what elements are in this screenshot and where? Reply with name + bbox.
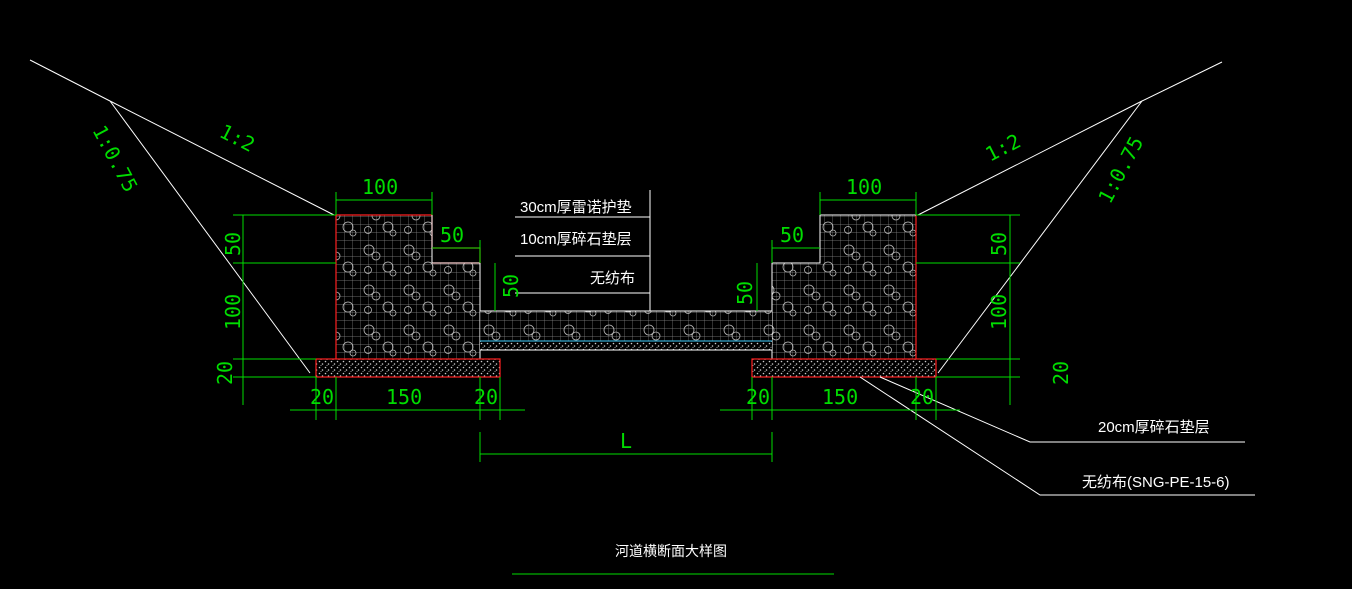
- dim-top-width-left: 100: [362, 175, 398, 199]
- dim-base-left-2: 20: [746, 385, 770, 409]
- dim-step-left: 50: [440, 223, 464, 247]
- slope-label-left-inner: 1:2: [216, 119, 259, 157]
- right-gabion: [751, 214, 937, 378]
- callout-base-gravel: 20cm厚碎石垫层: [1098, 419, 1210, 436]
- dim-bed-height-right: 50: [733, 281, 757, 305]
- dim-step-right: 50: [780, 223, 804, 247]
- dim-base-height-left: 20: [213, 361, 237, 385]
- dim-upper-height-left: 50: [221, 232, 245, 256]
- dim-base-right-2: 20: [910, 385, 934, 409]
- slope-label-left-outer: 1:0.75: [88, 121, 143, 196]
- dimension-lines: [233, 192, 1020, 462]
- dim-upper-height-right: 50: [987, 232, 1011, 256]
- dim-top-width-right: 100: [846, 175, 882, 199]
- layer-top-mattress: 30cm厚雷诺护垫: [520, 199, 632, 216]
- dim-bed-height-left: 50: [499, 274, 523, 298]
- layer-gravel: 10cm厚碎石垫层: [520, 231, 632, 248]
- dim-lower-height-left: 100: [221, 294, 245, 330]
- channel-bed: [480, 310, 772, 351]
- slope-lines: [29, 59, 1223, 374]
- slope-label-right-inner: 1:2: [981, 129, 1024, 167]
- layer-leaders: [515, 190, 651, 311]
- dim-base-left-1: 20: [310, 385, 334, 409]
- dim-base-mid-2: 150: [822, 385, 858, 409]
- dim-channel-width: L: [620, 429, 632, 453]
- dim-base-height-right: 20: [1049, 361, 1073, 385]
- layer-geotextile: 无纺布: [590, 270, 635, 287]
- dim-lower-height-right: 100: [987, 294, 1011, 330]
- slope-label-right-outer: 1:0.75: [1093, 132, 1148, 207]
- dim-base-mid-1: 150: [386, 385, 422, 409]
- dim-base-right-1: 20: [474, 385, 498, 409]
- left-gabion: [315, 214, 501, 378]
- callout-leaders: [859, 376, 1255, 496]
- drawing-title: 河道横断面大样图: [615, 543, 727, 559]
- callout-base-geotextile: 无纺布(SNG-PE-15-6): [1082, 474, 1230, 491]
